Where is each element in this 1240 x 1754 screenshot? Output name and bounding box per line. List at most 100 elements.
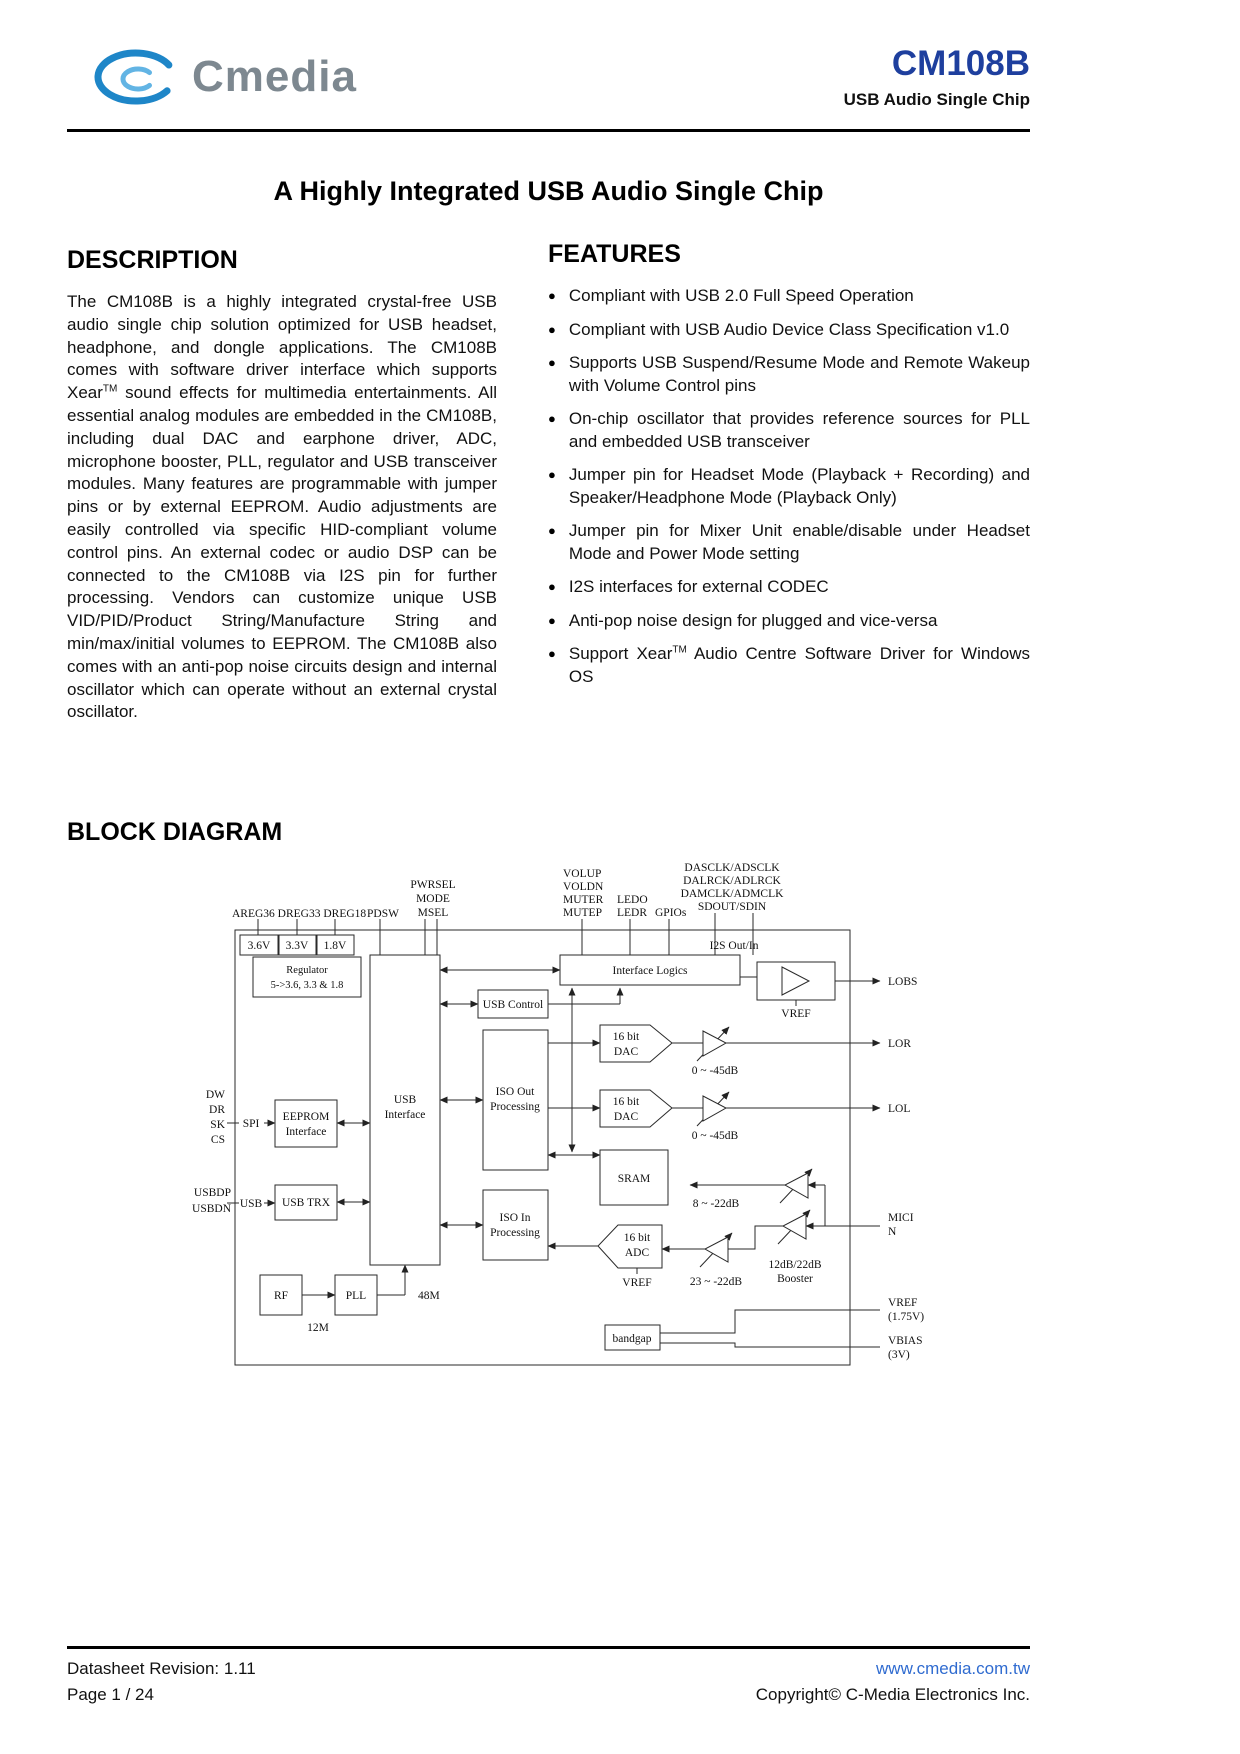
cmedia-swirl-icon	[94, 49, 173, 105]
usb-trx-box	[274, 1184, 338, 1221]
label-1v8: 1.8V	[324, 940, 347, 952]
label-dac1-2: DAC	[614, 1046, 639, 1058]
feature-text: I2S interfaces for external CODEC	[568, 577, 829, 596]
block-diagram-svg: AREG36 DREG33 DREG18 PDSW PWRSEL MODE MS…	[192, 862, 924, 1366]
lor-attenuator-amp-icon	[702, 1030, 728, 1057]
adc-box	[597, 1224, 663, 1269]
label-sdout-sdin: SDOUT/SDIN	[698, 901, 767, 913]
feature-text: On-chip oscillator that provides referen…	[568, 409, 1030, 451]
label-mutep: MUTEP	[563, 907, 602, 919]
label-micin-2: N	[888, 1226, 897, 1238]
label-iso-in-2: Processing	[490, 1227, 540, 1239]
bullet-icon: ●	[548, 321, 556, 337]
feature-item: ●Jumper pin for Mixer Unit enable/disabl…	[548, 520, 1030, 565]
copyright: Copyright© C-Media Electronics Inc.	[755, 1685, 1030, 1704]
feature-text: Jumper pin for Mixer Unit enable/disable…	[568, 521, 1030, 563]
label-48m: 48M	[418, 1290, 440, 1302]
label-usb-bus: USB	[240, 1198, 263, 1210]
label-ledo: LEDO	[617, 894, 648, 906]
label-12m: 12M	[307, 1322, 329, 1334]
label-bandgap: bandgap	[613, 1333, 652, 1345]
feature-item: ● On-chip oscillator that provides refere…	[548, 408, 1030, 453]
feature-text: Support XearTM Audio Centre Software Dri…	[568, 644, 1030, 686]
reg-3v6-box	[239, 934, 279, 956]
label-muter: MUTER	[563, 894, 604, 906]
label-voldn: VOLDN	[563, 881, 604, 893]
iso-out-processing-box	[482, 1029, 549, 1171]
label-lobs: LOBS	[888, 976, 917, 988]
label-areg-dreg: AREG36 DREG33 DREG18	[232, 908, 366, 920]
label-usb-interface-1: USB	[394, 1094, 417, 1106]
label-3v3: 3.3V	[286, 940, 309, 952]
label-lol: LOL	[888, 1103, 910, 1115]
label-rf: RF	[274, 1290, 288, 1302]
dac1-box	[599, 1024, 673, 1063]
product-subtitle: USB Audio Single Chip	[843, 90, 1030, 109]
revision: Datasheet Revision: 1.11	[67, 1659, 256, 1678]
sram-box	[599, 1149, 669, 1206]
label-vref-out-1: VREF	[888, 1297, 917, 1309]
label-att-23-22db: 23 ~ -22dB	[690, 1276, 743, 1288]
logo-text: Cmedia	[192, 52, 357, 101]
header-divider	[67, 129, 1030, 132]
label-dac2-1: 16 bit	[613, 1096, 640, 1108]
label-vbias-1: VBIAS	[888, 1335, 923, 1347]
label-usbdn: USBDN	[192, 1203, 232, 1215]
label-iso-out-2: Processing	[490, 1101, 540, 1113]
label-att-45db-1: 0 ~ -45dB	[692, 1065, 739, 1077]
bullet-icon: ●	[548, 579, 556, 594]
doc-title: A Highly Integrated USB Audio Single Chi…	[273, 176, 824, 206]
label-dalrck: DALRCK/ADLRCK	[683, 875, 781, 887]
label-vbias-2: (3V)	[888, 1349, 910, 1361]
reg-1v8-box	[316, 934, 355, 956]
label-dac1-1: 16 bit	[613, 1031, 640, 1043]
lol-attenuator-amp-icon	[702, 1095, 728, 1122]
label-volup: VOLUP	[563, 868, 601, 880]
label-pdsw: PDSW	[367, 908, 399, 920]
label-usbdp: USBDP	[194, 1187, 231, 1199]
product-title: CM108B	[891, 44, 1030, 83]
interface-logics-box	[559, 954, 741, 986]
label-booster-2: Booster	[777, 1273, 813, 1285]
regulator-box	[252, 956, 362, 998]
trademark-superscript: TM	[672, 644, 687, 656]
feature-text: Jumper pin for Headset Mode (Playback + …	[568, 465, 1030, 507]
feature-text: Supports USB Suspend/Resume Mode and Rem…	[568, 353, 1030, 395]
features-section: FEATURES ●Compliant with USB 2.0 Full Sp…	[548, 240, 1030, 699]
label-pwrsel: PWRSEL	[410, 879, 455, 891]
feature-item: ●Anti-pop noise design for plugged and v…	[548, 610, 1030, 633]
header-product-block: CM108B USB Audio Single Chip	[844, 44, 1030, 110]
mic-attenuator-amp-icon	[703, 1236, 729, 1263]
bullet-icon: ●	[548, 411, 556, 426]
label-pll: PLL	[346, 1290, 366, 1302]
page-number: Page 1 / 24	[67, 1685, 154, 1704]
label-dr: DR	[209, 1104, 225, 1116]
label-ledr: LEDR	[617, 907, 647, 919]
cmedia-logo: Cmedia	[86, 46, 357, 108]
footer-left: Datasheet Revision: 1.11 Page 1 / 24	[67, 1656, 256, 1708]
dac2-box	[599, 1089, 673, 1128]
footer-divider	[67, 1646, 1030, 1649]
bullet-icon: ●	[548, 355, 556, 370]
description-text-2: sound effects for multimedia entertainme…	[67, 383, 497, 722]
bullet-icon: ●	[548, 288, 556, 303]
trademark-superscript: TM	[102, 383, 118, 395]
label-sk: SK	[210, 1119, 225, 1131]
feature-item: ●Compliant with USB Audio Device Class S…	[548, 319, 1030, 342]
iso-in-processing-box	[482, 1189, 549, 1261]
label-usb-trx: USB TRX	[282, 1197, 331, 1209]
feature-item: ● Supports USB Suspend/Resume Mode and Re…	[548, 352, 1030, 397]
label-dasclk: DASCLK/ADSCLK	[684, 862, 780, 874]
description-paragraph: The CM108B is a highly integrated crysta…	[67, 291, 497, 724]
label-micin-1: MICI	[888, 1212, 914, 1224]
label-gpios: GPIOs	[655, 907, 687, 919]
block-diagram: AREG36 DREG33 DREG18 PDSW PWRSEL MODE MS…	[175, 855, 945, 1375]
sidetone-amp-icon	[783, 1172, 809, 1199]
features-heading: FEATURES	[548, 240, 681, 268]
label-interface-logics: Interface Logics	[612, 965, 688, 977]
label-damclk: DAMCLK/ADMCLK	[681, 888, 785, 900]
website-link[interactable]: www.cmedia.com.tw	[876, 1659, 1030, 1678]
description-heading: DESCRIPTION	[67, 246, 238, 274]
label-i2s-out-in: I2S Out/In	[710, 940, 759, 952]
